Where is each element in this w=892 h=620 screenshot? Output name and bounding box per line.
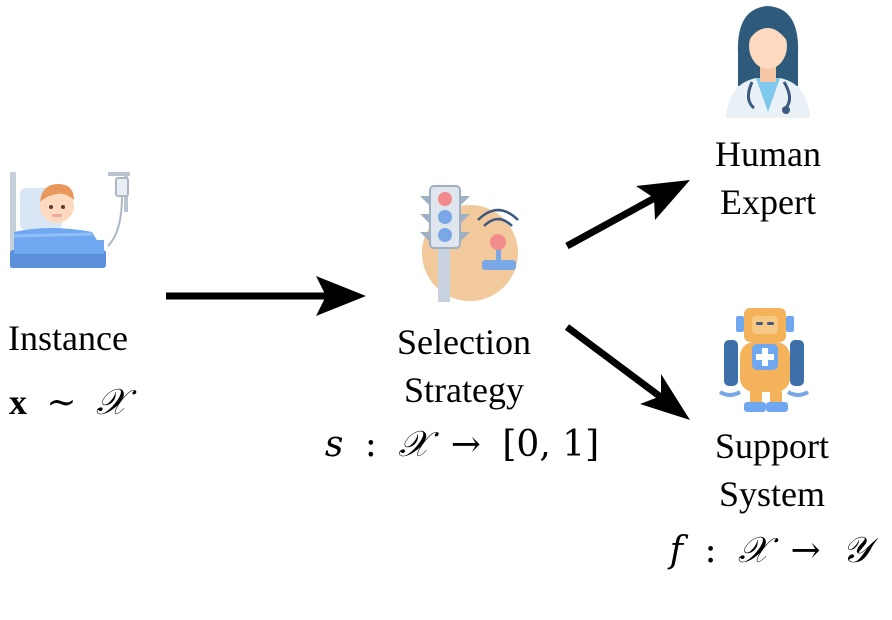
arrow-selection-to-support bbox=[564, 324, 690, 420]
support-codomain: 𝒴 bbox=[842, 530, 879, 571]
support-label-line2: System bbox=[719, 474, 825, 514]
human-label-line2: Expert bbox=[720, 182, 816, 222]
human-label-line1: Human bbox=[715, 134, 821, 174]
instance-rel: ∼ bbox=[46, 382, 76, 423]
instance-set: 𝒳 bbox=[96, 382, 137, 423]
selection-domain: 𝒳 bbox=[398, 424, 439, 465]
support-colon: : bbox=[704, 530, 716, 571]
instance-label: Instance bbox=[8, 318, 128, 358]
selection-colon: : bbox=[365, 424, 377, 465]
support-domain: 𝒳 bbox=[738, 530, 779, 571]
support-var: f bbox=[667, 530, 689, 571]
traffic-light-icon bbox=[420, 185, 519, 302]
selection-arrow: → bbox=[451, 424, 481, 465]
selection-formula: s : 𝒳 → [0, 1] bbox=[325, 424, 599, 465]
selection-codomain: [0, 1] bbox=[502, 424, 599, 465]
support-arrow: → bbox=[790, 530, 820, 571]
robot-icon bbox=[718, 308, 810, 412]
patient-in-bed-icon bbox=[10, 172, 130, 268]
support-label-line1: Support bbox=[715, 426, 829, 466]
arrow-instance-to-selection bbox=[166, 276, 366, 316]
selection-var: s bbox=[325, 424, 343, 465]
instance-var: x bbox=[9, 382, 27, 422]
arrow-selection-to-expert bbox=[565, 180, 690, 250]
support-formula: f : 𝒳 → 𝒴 bbox=[667, 530, 879, 571]
doctor-icon bbox=[726, 6, 810, 118]
selection-label-line2: Strategy bbox=[404, 370, 524, 410]
selection-label-line1: Selection bbox=[397, 322, 531, 362]
instance-formula: x ∼ 𝒳 bbox=[9, 382, 137, 423]
